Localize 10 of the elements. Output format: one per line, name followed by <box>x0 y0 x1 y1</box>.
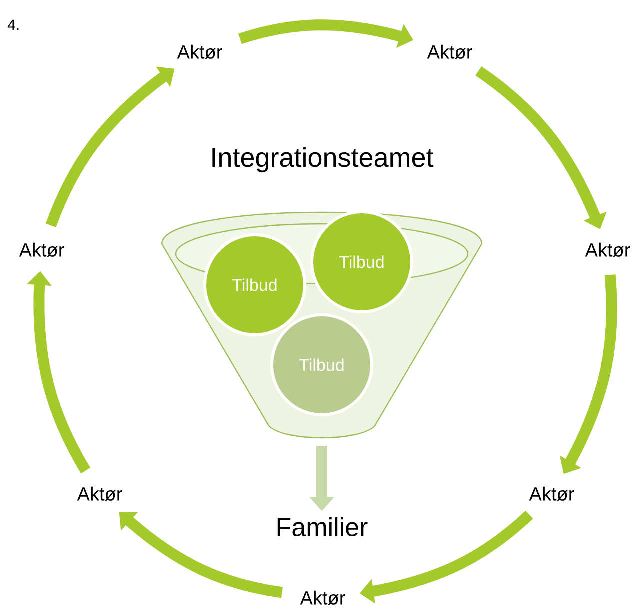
actor-label: Aktør <box>300 590 346 606</box>
actor-label: Aktør <box>529 486 574 502</box>
step-number: 4. <box>8 20 19 30</box>
actor-label: Aktør <box>177 44 222 60</box>
actor-label: Aktør <box>585 242 630 258</box>
actor-label: Familier <box>278 517 368 537</box>
actor-label: Aktør <box>77 486 122 502</box>
actor-label: Aktør <box>19 242 64 258</box>
node-label: Integrationsteamet <box>212 147 434 173</box>
actor-label: Aktør <box>427 44 472 60</box>
